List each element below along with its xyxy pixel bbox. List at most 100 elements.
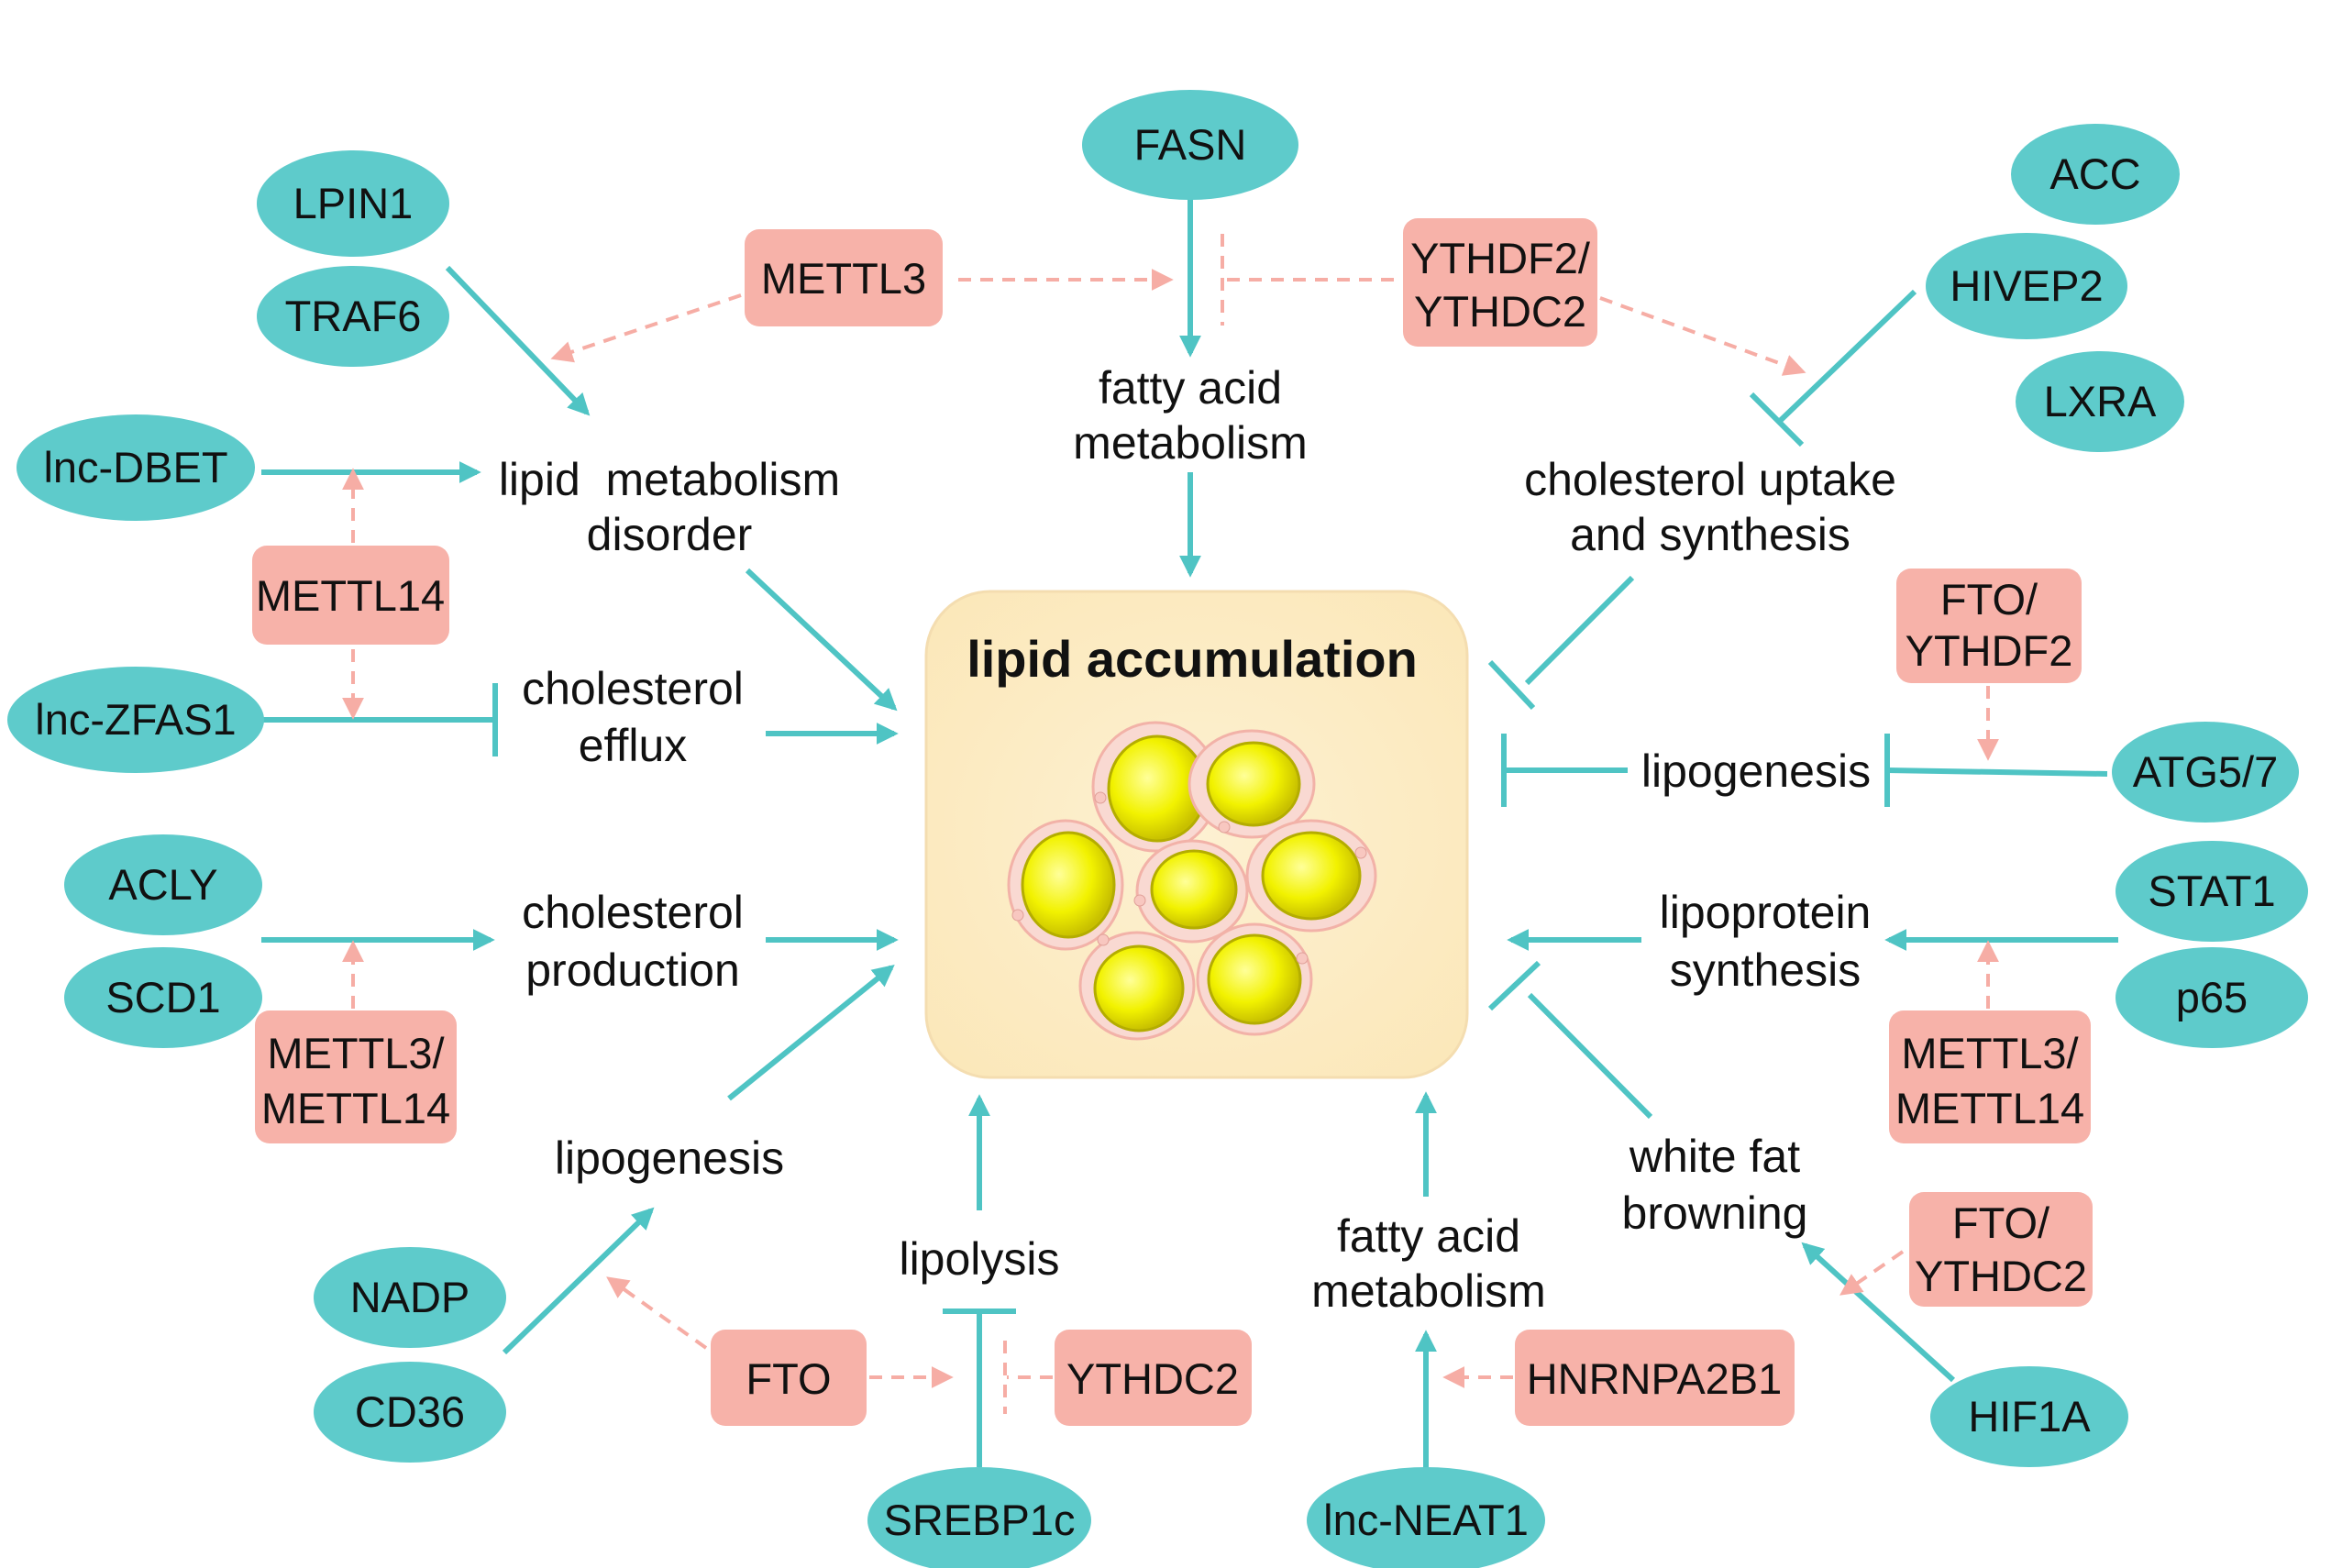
svg-text:fatty acid: fatty acid: [1337, 1210, 1520, 1262]
svg-text:METTL3: METTL3: [761, 254, 926, 303]
label-cholesterol-efflux: cholesterol efflux: [522, 663, 744, 771]
arrow-cd36-to-lipogenesis: [502, 1207, 655, 1355]
lipid-cell: [1188, 729, 1316, 839]
svg-text:CD36: CD36: [355, 1387, 465, 1436]
node-acc: ACC: [2011, 124, 2180, 225]
regulator-links: [342, 234, 1999, 1414]
label-cholesterol-production: cholesterol production: [522, 887, 744, 996]
arrow-lipogenesis-to-center: [727, 964, 895, 1101]
dash-ythdf2-to-uptake: [1599, 296, 1806, 376]
svg-text:ACC: ACC: [2049, 149, 2140, 198]
node-lxra: LXRA: [2016, 351, 2184, 452]
node-scd1: SCD1: [64, 947, 262, 1048]
label-lipid-disorder: lipid metabolism disorder: [499, 454, 840, 560]
svg-text:lnc-NEAT1: lnc-NEAT1: [1323, 1496, 1529, 1544]
arrow-disorder-to-center: [745, 568, 898, 712]
lipid-cell: [1245, 819, 1377, 933]
svg-text:TRAF6: TRAF6: [285, 292, 422, 340]
svg-text:cholesterol uptake: cholesterol uptake: [1524, 454, 1896, 505]
label-fatty-acid-top: fatty acid metabolism: [1073, 362, 1308, 469]
svg-text:lnc-DBET: lnc-DBET: [43, 443, 227, 491]
svg-text:YTHDC2: YTHDC2: [1915, 1252, 2087, 1300]
inhibition-lines: [252, 289, 2108, 1467]
svg-text:efflux: efflux: [579, 720, 688, 771]
inhibit-bar: [1487, 960, 1541, 1011]
regulator-fto-ythdc2: FTO/ YTHDC2: [1909, 1192, 2093, 1307]
svg-text:lnc-ZFAS1: lnc-ZFAS1: [35, 695, 236, 744]
svg-text:lipoprotein: lipoprotein: [1660, 887, 1872, 938]
svg-text:LXRA: LXRA: [2044, 377, 2157, 425]
svg-text:lipogenesis: lipogenesis: [1641, 745, 1871, 797]
inhibit-bar: [1749, 392, 1805, 447]
svg-text:METTL14: METTL14: [256, 571, 445, 620]
svg-text:synthesis: synthesis: [1670, 944, 1861, 996]
dash-mettl3-to-disorder: [550, 293, 742, 363]
svg-text:FTO: FTO: [746, 1354, 831, 1403]
node-nadp: NADP: [314, 1247, 506, 1348]
svg-text:FTO/: FTO/: [1940, 575, 2038, 624]
node-hivep2: HIVEP2: [1926, 233, 2127, 339]
label-lipogenesis-left: lipogenesis: [555, 1132, 784, 1184]
node-acly: ACLY: [64, 834, 262, 935]
svg-text:SCD1: SCD1: [105, 973, 220, 1021]
node-cd36: CD36: [314, 1362, 506, 1463]
process-labels: fatty acid metabolism lipid metabolism d…: [499, 362, 1896, 1317]
svg-text:METTL3/: METTL3/: [267, 1029, 445, 1077]
svg-text:NADP: NADP: [350, 1273, 470, 1321]
node-hif1a: HIF1A: [1930, 1366, 2128, 1467]
label-fatty-acid-bottom: fatty acid metabolism: [1311, 1210, 1546, 1317]
label-white-fat-browning: white fat browning: [1622, 1131, 1808, 1239]
lipid-cell: [1007, 819, 1124, 951]
svg-text:HNRNPA2B1: HNRNPA2B1: [1527, 1354, 1783, 1403]
svg-text:cholesterol: cholesterol: [522, 663, 744, 714]
node-lnc-zfas1: lnc-ZFAS1: [7, 667, 264, 773]
svg-text:production: production: [525, 944, 740, 996]
node-lnc-neat1: lnc-NEAT1: [1307, 1467, 1545, 1568]
arrow-lpin1-to-disorder: [445, 265, 591, 416]
label-lipolysis: lipolysis: [899, 1233, 1059, 1285]
svg-text:HIVEP2: HIVEP2: [1950, 261, 2103, 310]
svg-text:metabolism: metabolism: [1073, 417, 1308, 469]
svg-text:ACLY: ACLY: [108, 860, 217, 909]
inhibit-white-fat-to-center: [1527, 992, 1653, 1120]
svg-text:YTHDF2/: YTHDF2/: [1410, 234, 1591, 282]
svg-text:fatty acid: fatty acid: [1099, 362, 1282, 414]
node-fasn: FASN: [1082, 90, 1298, 200]
svg-text:ATG5/7: ATG5/7: [2133, 747, 2278, 796]
svg-text:FTO/: FTO/: [1952, 1198, 2050, 1247]
svg-text:METTL14: METTL14: [261, 1084, 450, 1132]
inhibit-bar: [1487, 659, 1536, 711]
regulator-mettl3-mettl14-left: METTL3/ METTL14: [255, 1010, 457, 1143]
svg-text:YTHDF2: YTHDF2: [1906, 626, 2073, 675]
activation-arrows: [261, 197, 2118, 1472]
svg-text:p65: p65: [2176, 973, 2248, 1021]
node-traf6: TRAF6: [257, 266, 449, 367]
node-lpin1: LPIN1: [257, 150, 449, 257]
svg-text:lipolysis: lipolysis: [899, 1233, 1059, 1285]
svg-text:HIF1A: HIF1A: [1968, 1392, 2091, 1441]
svg-text:METTL14: METTL14: [1895, 1084, 2084, 1132]
svg-text:STAT1: STAT1: [2148, 867, 2275, 915]
regulator-boxes: METTL3 YTHDF2/ YTHDC2 METTL14 FTO/ YTHDF…: [252, 218, 2093, 1426]
dash-fto-ythdc2-to-hif1a: [1839, 1250, 1905, 1296]
svg-text:cholesterol: cholesterol: [522, 887, 744, 938]
inhibit-uptake-to-center: [1524, 575, 1635, 686]
svg-text:lipogenesis: lipogenesis: [555, 1132, 784, 1184]
center-title: lipid accumulation: [967, 630, 1418, 688]
node-srebp1c: SREBP1c: [867, 1467, 1091, 1568]
svg-text:YTHDC2: YTHDC2: [1414, 287, 1586, 336]
svg-text:disorder: disorder: [587, 509, 753, 560]
label-lipoprotein-synthesis: lipoprotein synthesis: [1660, 887, 1872, 996]
node-p65: p65: [2116, 947, 2308, 1048]
regulator-fto-ythdf2: FTO/ YTHDF2: [1896, 569, 2082, 683]
svg-text:browning: browning: [1622, 1187, 1808, 1239]
inhibit-hivep2-to-uptake: [1776, 289, 1917, 425]
lipid-droplet-cells: [1007, 721, 1377, 1041]
gene-nodes: FASN LPIN1 TRAF6 ACC HIVEP2 LXRA lnc-DBE…: [7, 90, 2308, 1568]
svg-text:LPIN1: LPIN1: [293, 179, 414, 227]
regulator-mettl14: METTL14: [252, 546, 449, 645]
svg-text:and synthesis: and synthesis: [1570, 509, 1850, 560]
arrow-hif1a-to-white-fat: [1801, 1242, 1956, 1383]
dash-fto-to-lipogenesis: [606, 1276, 708, 1350]
